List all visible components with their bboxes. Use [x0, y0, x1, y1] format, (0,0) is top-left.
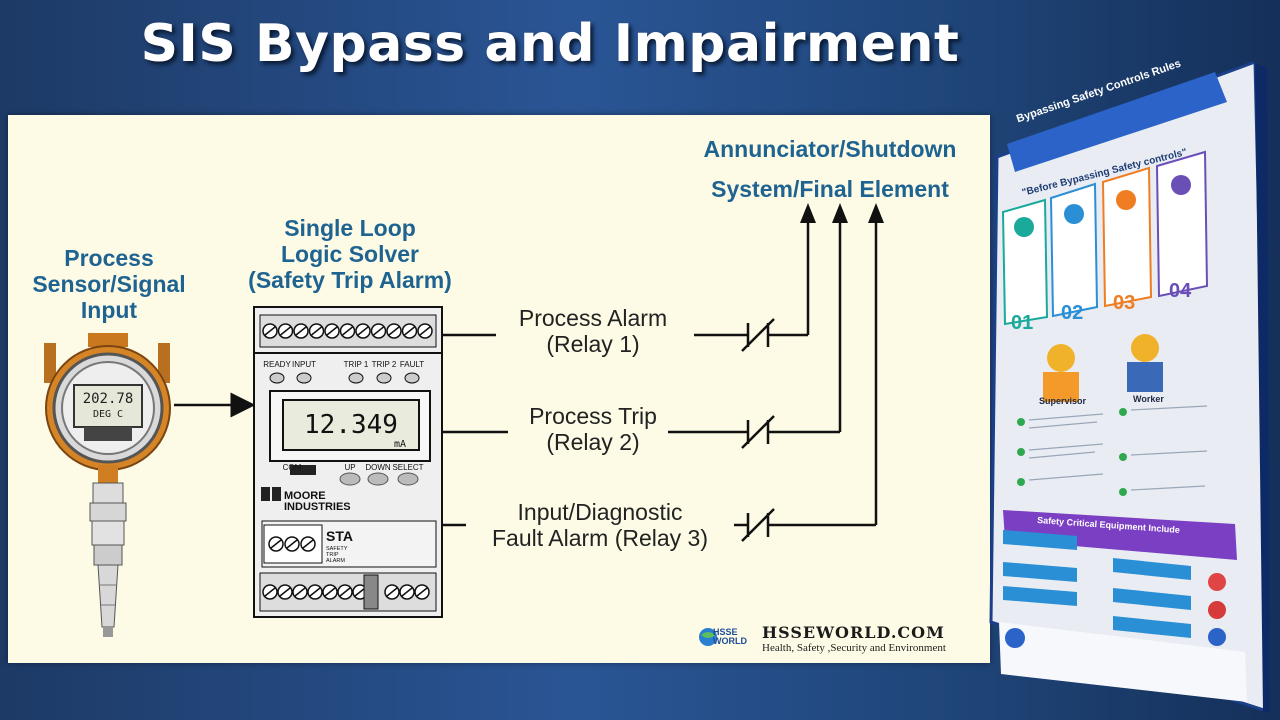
relay-label-line: Input/Diagnostic: [517, 499, 683, 525]
terminal-screw-slot: [264, 326, 276, 336]
output-label-line: System/Final Element: [711, 176, 949, 202]
sensor-label-line: Input: [80, 297, 138, 323]
indicator-led: [296, 372, 312, 384]
indicator-led: [269, 372, 285, 384]
terminal-screw-slot: [326, 326, 338, 336]
terminal-screw-slot: [279, 587, 291, 597]
solver-label-line: Single Loop: [284, 215, 416, 241]
poster-step-3: 03: [1113, 292, 1136, 314]
terminal-screw-slot: [294, 587, 306, 597]
poster-step-4: 04: [1169, 280, 1192, 302]
poster-role-supervisor: Supervisor: [1039, 396, 1087, 406]
model-sub-line: ALARM: [326, 558, 345, 564]
sensor-label-line: Process: [64, 245, 154, 271]
solver-select-button[interactable]: [397, 472, 419, 486]
safety-rules-poster: Bypassing Safety Controls Rules "Before …: [985, 58, 1272, 715]
terminal-screw-slot: [342, 326, 353, 336]
solver-down-button[interactable]: [367, 472, 389, 486]
terminal-screw-slot: [419, 326, 431, 336]
solver-label: Single Loop Logic Solver (Safety Trip Al…: [220, 215, 480, 293]
poster-role-worker: Worker: [1133, 394, 1164, 404]
terminal-screw-slot: [386, 587, 398, 597]
terminal-screw-slot: [302, 539, 314, 549]
model-sub-line: TRIP: [326, 552, 339, 558]
terminal-screw-slot: [264, 587, 276, 597]
terminal-screw-slot: [286, 539, 298, 549]
model-sub-line: SAFETY: [326, 546, 348, 552]
hsse-world-logo: HSSE WORLD: [698, 625, 747, 653]
terminal-screw-slot: [295, 326, 307, 336]
poster-checklist: [1017, 408, 1127, 496]
poster-step-1: 01: [1011, 312, 1034, 334]
solver-label-line: Logic Solver: [280, 241, 420, 267]
relay-3-label: Input/Diagnostic Fault Alarm (Relay 3): [460, 499, 740, 551]
terminal-screw-slot: [357, 326, 369, 336]
poster-drawing: [989, 59, 1272, 715]
terminal-screw-slot: [388, 326, 400, 336]
button-label: UP: [344, 463, 355, 472]
terminal-screw-slot: [404, 326, 415, 336]
logic-solver-module: [253, 306, 443, 618]
terminal-screw-slot: [339, 587, 351, 597]
solver-label-line: (Safety Trip Alarm): [248, 267, 452, 293]
sensor-display-unit: DEG C: [93, 409, 123, 420]
poster-people: [1043, 334, 1163, 402]
output-label-line: Annunciator/Shutdown: [703, 136, 957, 162]
indicator-led: [348, 372, 364, 384]
indicator-label: INPUT: [292, 360, 316, 369]
poster-step-cards: [1001, 150, 1209, 326]
logo-line: HSSE: [713, 627, 738, 637]
relay-label-line: Process Alarm: [518, 305, 668, 331]
indicator-label: TRIP 2: [372, 360, 397, 369]
watermark-site: HSSEWORLD.COM: [762, 623, 945, 642]
indicator-label: READY: [263, 360, 291, 369]
terminal-screw-slot: [324, 587, 336, 597]
relay-label-line: Process Trip: [529, 403, 657, 429]
brand-line: INDUSTRIES: [284, 501, 351, 513]
button-label: SELECT: [392, 463, 423, 472]
solver-display-unit: mA: [394, 439, 406, 450]
globe-icon: [699, 628, 717, 646]
slide-title: SIS Bypass and Impairment: [140, 14, 960, 74]
terminal-screw-slot: [280, 326, 291, 336]
poster-equipment-rows: [1003, 530, 1226, 646]
com-label: COM: [283, 463, 302, 472]
terminal-screw-slot: [373, 326, 384, 336]
relay-2-label: Process Trip (Relay 2): [488, 403, 698, 455]
model-label: STA: [326, 528, 353, 544]
relay-1-label: Process Alarm (Relay 1): [488, 305, 698, 357]
sensor-label-line: Sensor/Signal: [32, 271, 186, 297]
indicator-label: FAULT: [400, 360, 424, 369]
output-label: Annunciator/Shutdown System/Final Elemen…: [670, 129, 990, 209]
relay-label-line: (Relay 2): [546, 429, 640, 455]
poster-step-2: 02: [1061, 302, 1084, 324]
indicator-label: TRIP 1: [344, 360, 369, 369]
solver-display-value: 12.349: [304, 410, 398, 440]
watermark: HSSE WORLD HSSEWORLD.COM Health, Safety …: [698, 623, 948, 657]
terminal-screw-slot: [309, 587, 321, 597]
relay-label-line: (Relay 1): [546, 331, 640, 357]
indicator-led: [376, 372, 392, 384]
button-label: DOWN: [365, 463, 391, 472]
terminal-screw-slot: [270, 539, 282, 549]
indicator-led: [404, 372, 420, 384]
terminal-screw-slot: [354, 587, 366, 597]
relay-label-line: Fault Alarm (Relay 3): [491, 525, 708, 551]
logo-line: WORLD: [713, 636, 747, 646]
sensor-label: Process Sensor/Signal Input: [14, 245, 204, 323]
terminal-screw-slot: [311, 326, 322, 336]
terminal-screw-slot: [416, 587, 428, 597]
process-sensor: [44, 333, 171, 637]
relay-wiring: [442, 220, 878, 542]
sensor-display-value: 202.78: [83, 391, 134, 407]
terminal-screw-slot: [401, 587, 413, 597]
watermark-tagline: Health, Safety ,Security and Environment: [762, 642, 946, 654]
brand-line: MOORE: [284, 490, 326, 502]
logo-text: HSSE WORLD: [713, 628, 747, 646]
solver-up-button[interactable]: [339, 472, 361, 486]
